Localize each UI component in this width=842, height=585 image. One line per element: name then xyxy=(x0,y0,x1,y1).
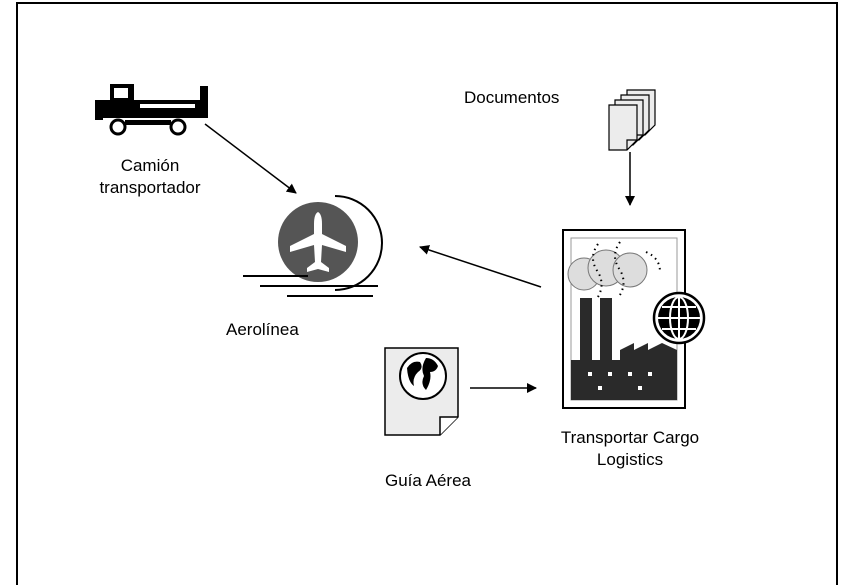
truck-icon xyxy=(95,84,208,136)
documents-label: Documentos xyxy=(464,88,560,107)
airline-label: Aerolínea xyxy=(226,320,299,339)
world-map-document-icon xyxy=(384,347,459,436)
arrow-truck-to-airline xyxy=(204,123,297,194)
truck-label-line1: Camión xyxy=(120,156,180,175)
diagram-frame xyxy=(16,2,838,585)
airplane-icon xyxy=(243,195,383,297)
air-waybill-label: Guía Aérea xyxy=(385,471,472,490)
company-label-line2: Logistics xyxy=(596,450,664,469)
arrow-company-to-airline xyxy=(419,245,542,288)
truck-label: Camión transportador xyxy=(85,155,215,199)
truck-label-line2: transportador xyxy=(99,178,201,197)
company-label-line1: Transportar Cargo xyxy=(560,428,700,447)
globe-icon xyxy=(652,291,706,345)
documents-stack-icon xyxy=(608,89,656,151)
company-label: Transportar Cargo Logistics xyxy=(538,427,722,471)
